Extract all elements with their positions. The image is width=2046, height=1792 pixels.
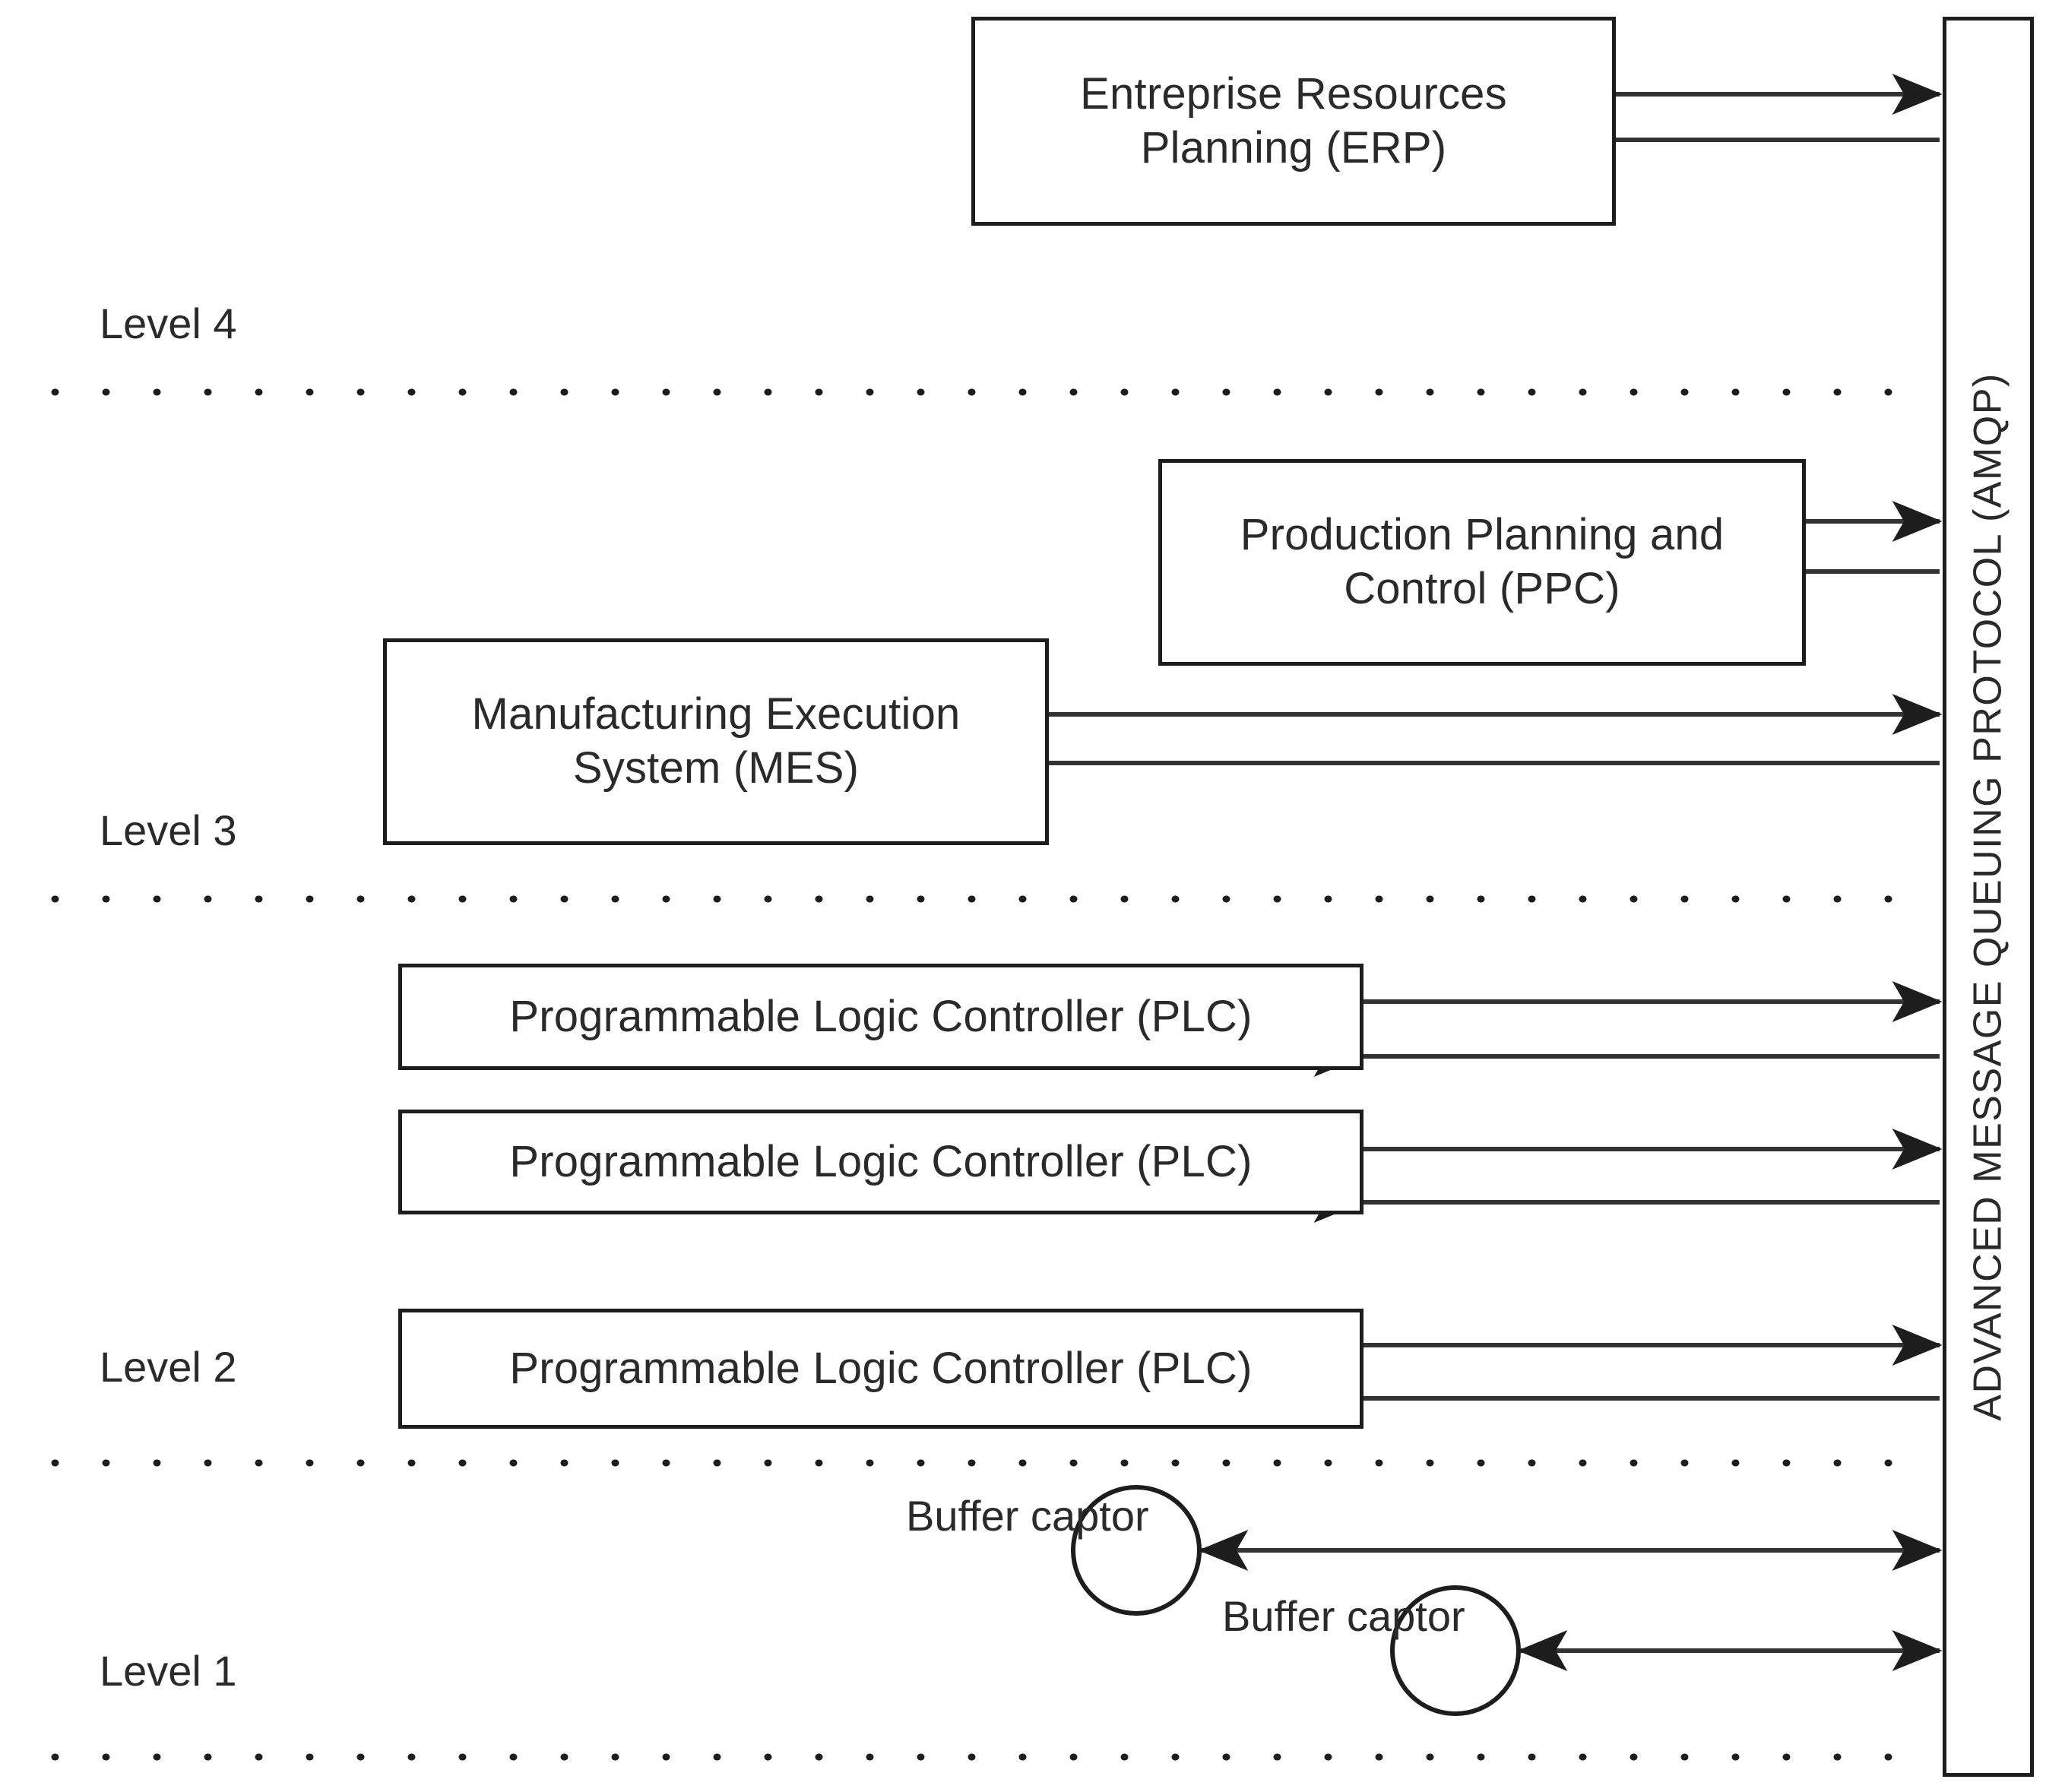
amqp-bus-bar[interactable]: ADVANCED MESSAGE QUEUING PROTOCOL (AMQP) <box>1943 17 2034 1777</box>
level-label-3: Level 3 <box>100 806 237 854</box>
buffer-captor-1-line-1: Buffer <box>906 1492 1019 1540</box>
buffer-captor-1-label: Buffer captor <box>906 1491 1149 1541</box>
node-plc-2[interactable]: Programmable Logic Controller (PLC) <box>398 1110 1363 1214</box>
amqp-bus-label: ADVANCED MESSAGE QUEUING PROTOCOL (AMQP) <box>1966 372 2011 1421</box>
node-plc-3[interactable]: Programmable Logic Controller (PLC) <box>398 1309 1363 1429</box>
node-mes[interactable]: Manufacturing Execution System (MES) <box>383 638 1049 845</box>
buffer-captor-1-line-2: captor <box>1030 1492 1149 1540</box>
node-erp[interactable]: Entreprise Resources Planning (ERP) <box>971 17 1616 226</box>
connector-erp <box>1565 74 1943 160</box>
connector-ppc <box>1755 501 1943 592</box>
connector-plc-3 <box>1313 1325 1943 1419</box>
node-mes-line-2: System (MES) <box>572 743 860 793</box>
node-plc-1-label: Programmable Logic Controller (PLC) <box>509 991 1253 1041</box>
buffer-captor-2-line-1: Buffer <box>1222 1592 1335 1640</box>
node-plc-1[interactable]: Programmable Logic Controller (PLC) <box>398 964 1363 1070</box>
node-ppc-line-2: Control (PPC) <box>1344 564 1620 613</box>
buffer-captor-2-label: Buffer captor <box>1222 1591 1465 1642</box>
buffer-captor-2-line-2: captor <box>1346 1592 1465 1640</box>
node-ppc[interactable]: Production Planning and Control (PPC) <box>1158 459 1806 666</box>
level-label-2: Level 2 <box>100 1343 237 1391</box>
node-plc-3-label: Programmable Logic Controller (PLC) <box>509 1343 1253 1393</box>
connector-plc-2 <box>1313 1129 1943 1223</box>
level-label-4: Level 4 <box>100 299 237 347</box>
node-mes-line-1: Manufacturing Execution <box>471 689 961 739</box>
connector-plc-1 <box>1313 981 1943 1077</box>
node-erp-line-1: Entreprise Resources <box>1080 68 1507 119</box>
node-ppc-line-1: Production Planning and <box>1240 510 1725 560</box>
level-label-1: Level 1 <box>100 1647 237 1695</box>
connector-mes <box>998 694 1943 784</box>
node-plc-2-label: Programmable Logic Controller (PLC) <box>509 1136 1253 1186</box>
node-erp-line-2: Planning (ERP) <box>1140 122 1447 173</box>
